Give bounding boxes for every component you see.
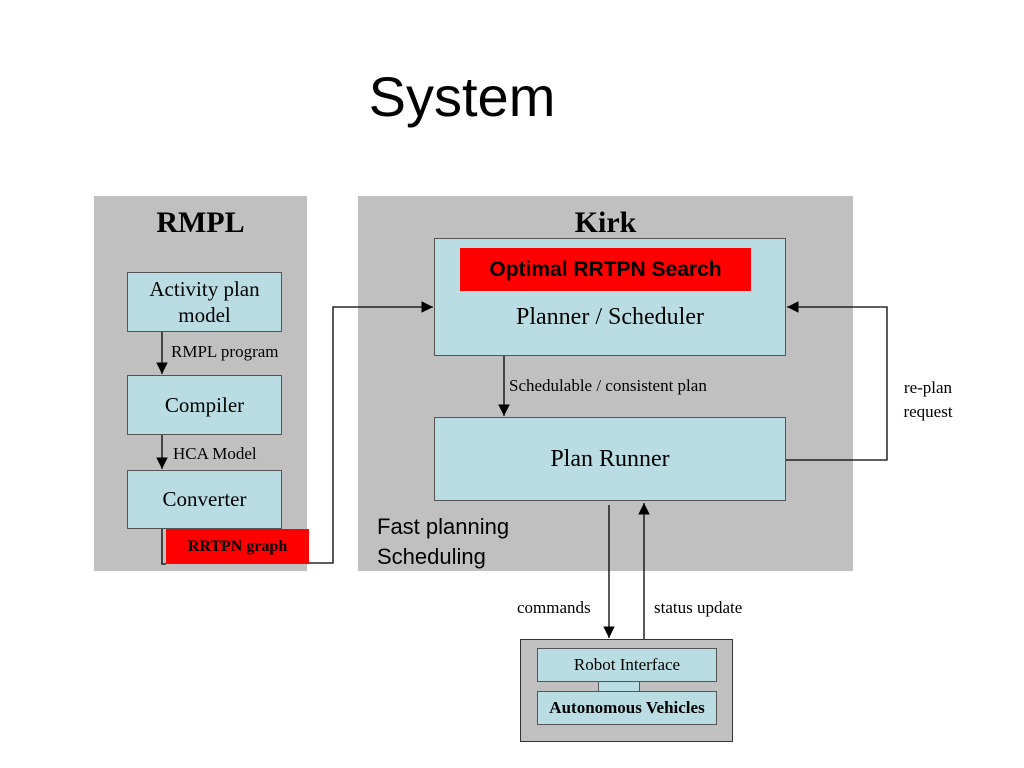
arrow-replan-request (786, 301, 888, 461)
schedulable-plan-label: Schedulable / consistent plan (509, 376, 707, 395)
compiler-label: Compiler (164, 392, 245, 417)
fast-planning-line: Fast planning (377, 514, 510, 539)
converter-label: Converter (162, 487, 247, 511)
optimal-search-label: Optimal RRTPN Search (489, 257, 722, 281)
optimal-search-box: Optimal RRTPN Search (460, 248, 751, 291)
hca-model-label: HCA Model (173, 444, 257, 463)
replan-line2: request (903, 402, 953, 421)
page-title: System (368, 65, 556, 128)
fast-planning-text: Fast planning Scheduling (377, 512, 509, 572)
robot-interface-box: Robot Interface (537, 648, 717, 682)
plan-runner-box: Plan Runner (434, 417, 786, 501)
rrtpn-graph-bracket (161, 529, 166, 565)
converter-box: Converter (127, 470, 282, 529)
rmpl-program-label: RMPL program (171, 342, 279, 361)
status-update-label: status update (654, 598, 743, 617)
arrow-rrtpn-to-planner (309, 301, 433, 564)
commands-label: commands (517, 598, 591, 617)
autonomous-vehicles-label: Autonomous Vehicles (549, 698, 705, 717)
autonomous-vehicles-box: Autonomous Vehicles (537, 691, 717, 725)
replan-line1: re-plan (903, 378, 953, 397)
compiler-box: Compiler (127, 375, 282, 435)
scheduling-line: Scheduling (377, 544, 486, 569)
replan-request-label: re-plan request (890, 376, 966, 424)
plan-runner-label: Plan Runner (550, 445, 670, 472)
activity-plan-model-label: Activity plan model (149, 277, 260, 327)
rrtpn-graph-label: RRTPN graph (187, 537, 288, 555)
kirk-title: Kirk (574, 206, 637, 239)
robot-interface-label: Robot Interface (573, 655, 681, 674)
rmpl-title: RMPL (156, 206, 245, 239)
rrtpn-graph-box: RRTPN graph (166, 529, 309, 564)
activity-plan-model-box: Activity plan model (127, 272, 282, 332)
planner-scheduler-label: Planner / Scheduler (516, 304, 704, 330)
